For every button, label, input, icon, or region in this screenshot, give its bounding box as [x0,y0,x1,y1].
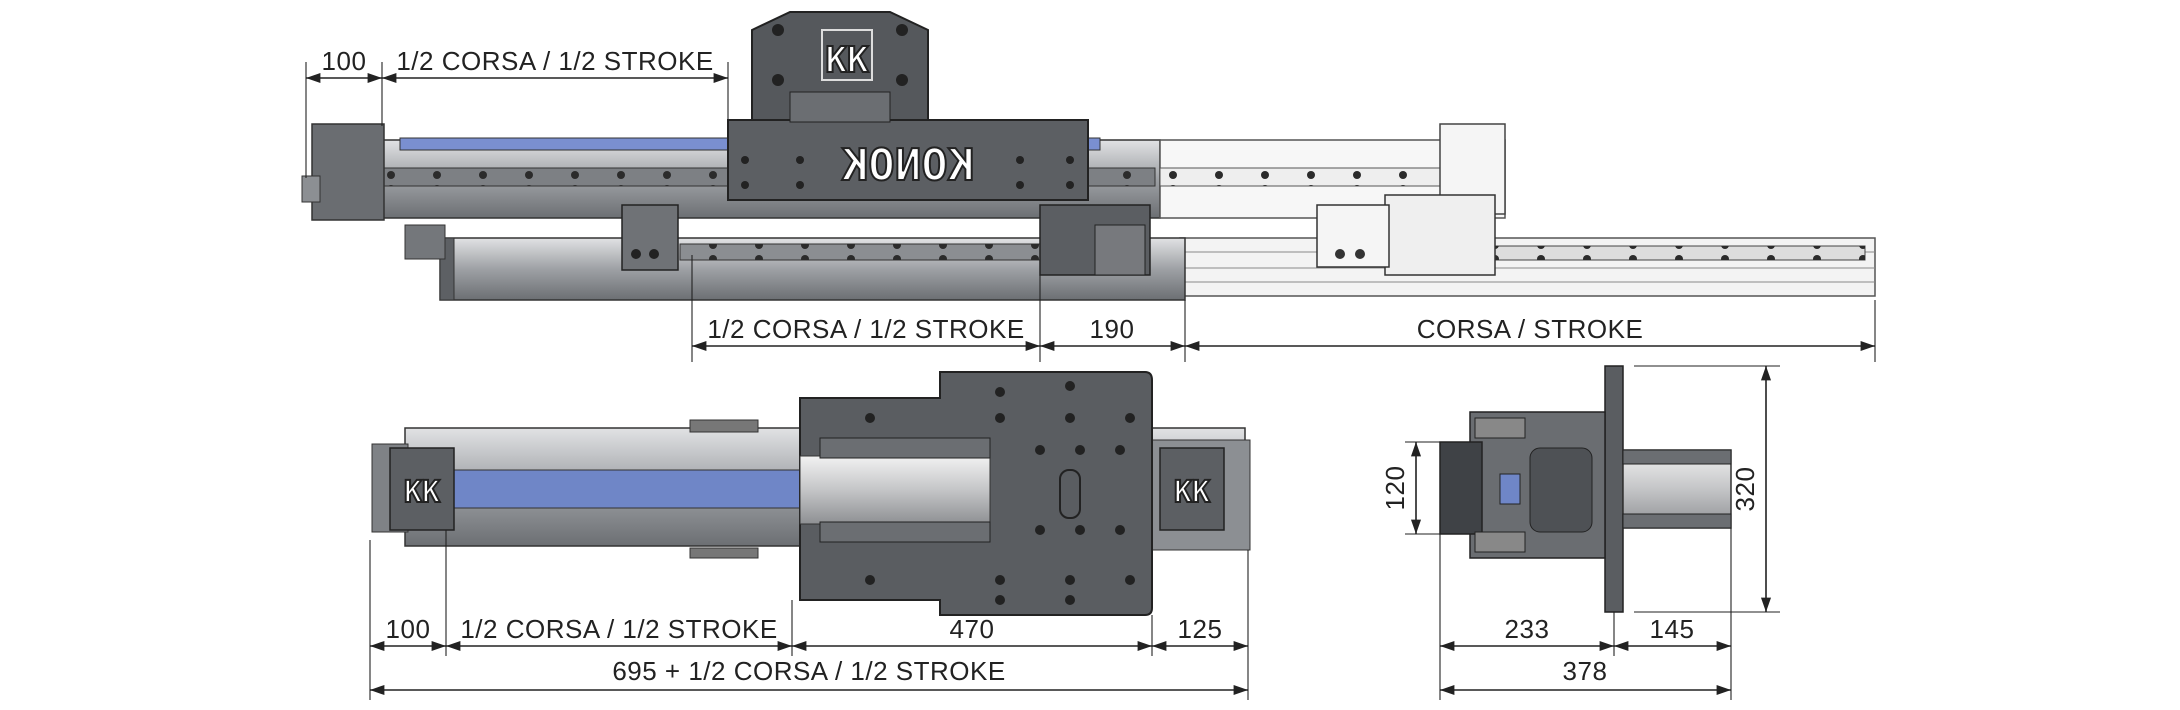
dim-side-378: 378 [1563,656,1608,686]
plate-holes [865,381,1135,605]
dim-side-320: 320 [1730,467,1760,512]
dim-top-100: 100 [322,46,367,76]
belt [439,469,801,509]
left-bracket [621,204,679,271]
dim-front-125: 125 [1178,614,1223,644]
front-right-end [1159,447,1225,531]
side-view [1439,365,1732,613]
front-right-badge: KK [1174,475,1210,510]
dim-front-half-stroke: 1/2 CORSA / 1/2 STROKE [460,614,777,644]
dim-top-half-stroke-2: 1/2 CORSA / 1/2 STROKE [707,314,1024,344]
left-end-cap [311,123,385,221]
top-view: KONOK KK [301,11,1876,301]
dim-front-100: 100 [386,614,431,644]
dim-top-stroke: CORSA / STROKE [1417,314,1644,344]
carriage-plate [727,119,1089,201]
dim-top-half-stroke: 1/2 CORSA / 1/2 STROKE [396,46,713,76]
ghost-carriage [1384,194,1496,276]
dim-front-total: 695 + 1/2 CORSA / 1/2 STROKE [612,656,1005,686]
front-roller [799,455,991,525]
dim-side-120: 120 [1380,466,1410,511]
dim-side-233: 233 [1505,614,1550,644]
dim-side-145: 145 [1650,614,1695,644]
dim-front-470: 470 [950,614,995,644]
front-left-end [389,447,455,531]
dim-top-190: 190 [1090,314,1135,344]
side-flange [1604,365,1624,613]
front-view: KK KK [371,371,1251,616]
side-motor-face [1439,441,1483,535]
motor-badge: KK [825,40,869,81]
dimensions: 100 1/2 CORSA / 1/2 STROKE 1/2 CORSA / 1… [305,46,1876,700]
logo-text: KONOK [841,140,974,191]
front-left-badge: KK [404,475,440,510]
